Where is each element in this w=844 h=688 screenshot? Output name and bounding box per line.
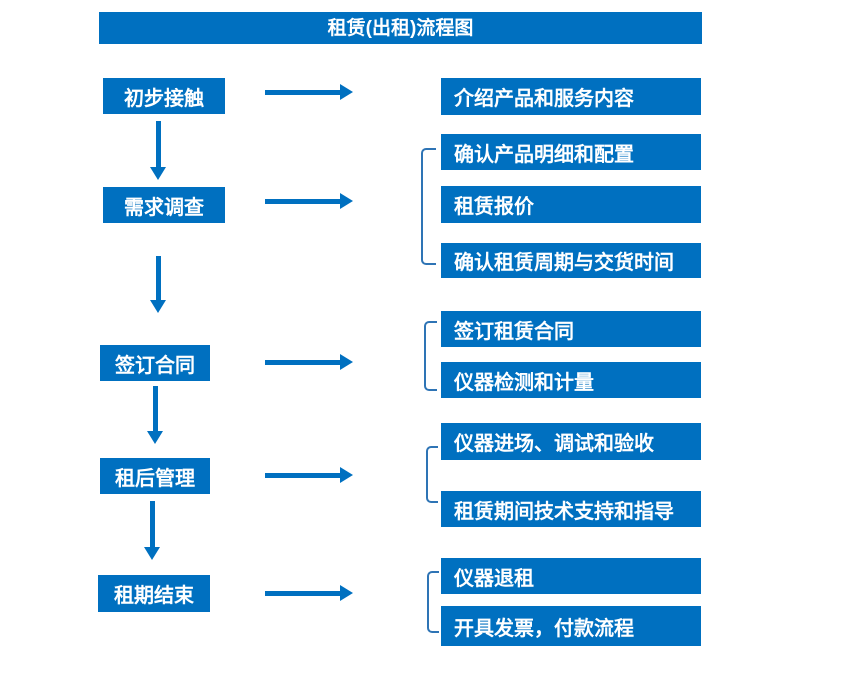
arrow-head (340, 193, 353, 209)
arrow-right-icon-4 (265, 466, 353, 484)
arrow-down-icon-1 (149, 121, 167, 180)
arrow-shaft (149, 501, 155, 547)
arrow-down-icon-3 (146, 386, 164, 444)
arrow-head (144, 547, 160, 560)
arrow-down-icon-2 (149, 256, 167, 313)
arrow-head (150, 300, 166, 313)
arrow-shaft (265, 472, 340, 478)
detail-box-rental-quotation: 租赁报价 (441, 186, 701, 223)
group-bracket-contract-signing (424, 321, 437, 391)
arrow-shaft (265, 359, 340, 365)
stage-box-rental-end: 租期结束 (98, 575, 210, 612)
detail-box-technical-support: 租赁期间技术支持和指导 (441, 491, 701, 527)
arrow-head (147, 431, 163, 444)
arrow-head (150, 167, 166, 180)
arrow-head (340, 84, 353, 100)
stage-box-demand-survey: 需求调查 (103, 187, 225, 223)
detail-box-instrument-inspection: 仪器检测和计量 (441, 362, 701, 398)
stage-box-post-rental-management: 租后管理 (100, 458, 210, 494)
arrow-right-icon-2 (265, 192, 353, 210)
arrow-head (340, 354, 353, 370)
arrow-shaft (265, 198, 340, 204)
group-bracket-demand-survey (421, 148, 436, 265)
arrow-shaft (155, 121, 161, 167)
arrow-right-icon-1 (265, 83, 353, 101)
arrow-head (340, 585, 353, 601)
arrow-shaft (265, 590, 340, 596)
detail-box-confirm-product-details: 确认产品明细和配置 (441, 134, 701, 170)
arrow-head (340, 467, 353, 483)
detail-box-instrument-return: 仪器退租 (441, 558, 701, 594)
group-bracket-post-rental-management (426, 446, 438, 503)
arrow-right-icon-3 (265, 353, 353, 371)
arrow-down-icon-4 (143, 501, 161, 560)
detail-box-invoice-payment: 开具发票，付款流程 (441, 606, 701, 646)
group-bracket-rental-end (427, 571, 439, 633)
arrow-shaft (152, 386, 158, 431)
detail-box-introduce-products: 介绍产品和服务内容 (441, 78, 701, 115)
stage-box-initial-contact: 初步接触 (103, 78, 225, 114)
arrow-right-icon-5 (265, 584, 353, 602)
arrow-shaft (155, 256, 161, 300)
detail-box-instrument-installation: 仪器进场、调试和验收 (441, 423, 701, 460)
detail-box-sign-rental-contract: 签订租赁合同 (441, 311, 701, 347)
detail-box-confirm-rental-period: 确认租赁周期与交货时间 (441, 243, 701, 278)
stage-box-contract-signing: 签订合同 (100, 345, 210, 381)
flowchart-title: 租赁(出租)流程图 (99, 12, 702, 44)
arrow-shaft (265, 89, 340, 95)
